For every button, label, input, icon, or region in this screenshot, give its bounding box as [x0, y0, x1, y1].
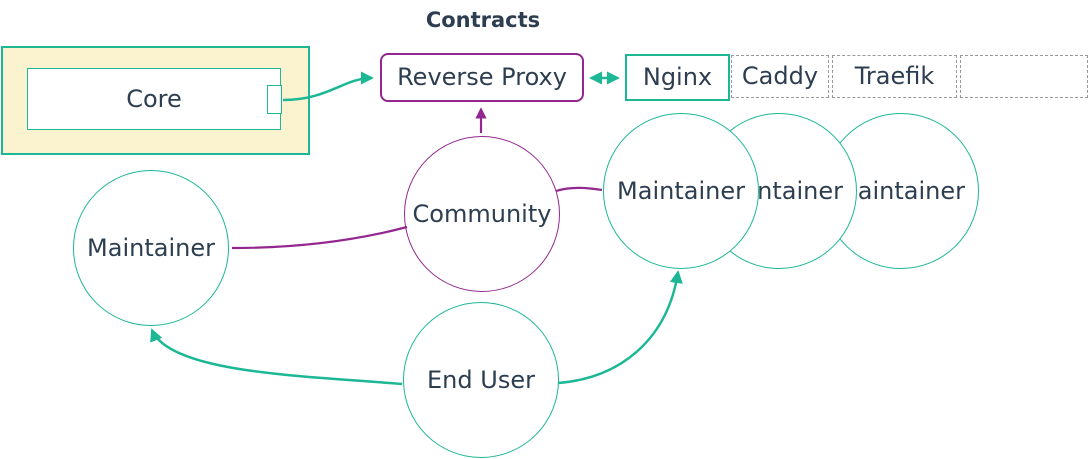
end-user-circle: End User: [403, 302, 559, 458]
community-label: Community: [412, 199, 552, 228]
diagram-title: Contracts: [425, 8, 541, 32]
right-maintainer-circle-1: Maintainer: [603, 113, 759, 269]
edge-end-user-to-right-maintainer: [557, 270, 683, 385]
left-maintainer-label: Maintainer: [87, 233, 215, 262]
right-maintainer-3-label: Maintainer: [837, 176, 965, 205]
reverse-proxy-label: Reverse Proxy: [397, 63, 567, 92]
edge-community-to-left-maintainer: [231, 225, 408, 250]
core-output-port: [267, 85, 282, 114]
proxy-cell-empty: [960, 55, 1088, 98]
end-user-label: End User: [427, 365, 535, 394]
edge-end-user-to-left-maintainer: [150, 328, 403, 386]
left-maintainer-circle: Maintainer: [73, 170, 229, 326]
right-maintainer-1-label: Maintainer: [617, 176, 745, 205]
proxy-cell-nginx: Nginx: [625, 54, 730, 101]
community-circle: Community: [404, 136, 560, 292]
proxy-cell-caddy: Caddy: [731, 55, 829, 98]
proxy-cell-nginx-label: Nginx: [642, 63, 713, 92]
core-node: Core: [27, 68, 281, 130]
edge-community-to-right-maintainer: [555, 186, 603, 193]
proxy-cell-traefik-label: Traefik: [854, 62, 935, 91]
core-label: Core: [126, 84, 182, 113]
proxy-cell-traefik: Traefik: [832, 55, 957, 98]
reverse-proxy-node: Reverse Proxy: [380, 53, 584, 102]
proxy-cell-caddy-label: Caddy: [741, 62, 819, 91]
